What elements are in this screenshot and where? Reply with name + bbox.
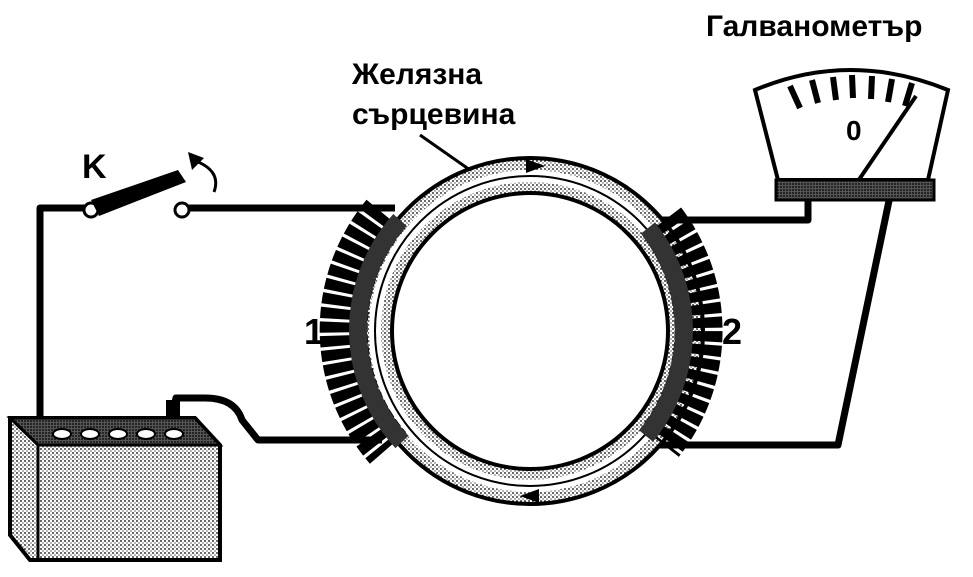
switch-label: K: [82, 148, 107, 186]
galvanometer-label: Галванометър: [706, 10, 923, 43]
meter-needle: [854, 94, 918, 186]
switch: [82, 152, 218, 219]
core-label-pointer: [419, 133, 471, 172]
iron-core: [355, 156, 705, 506]
meter-scale-ticks: [787, 74, 915, 110]
secondary-circuit-wire: [660, 195, 894, 449]
galvanometer: [752, 68, 951, 202]
switch-contact: [173, 201, 191, 219]
rotation-arrowhead-icon: [188, 152, 204, 170]
battery-cell-caps: [52, 428, 184, 440]
coil-1-label: 1: [304, 311, 324, 352]
meter-face: [752, 68, 951, 182]
coil-2-label: 2: [722, 311, 742, 352]
meter-zero-label: 0: [846, 115, 862, 146]
meter-base: [774, 178, 936, 202]
primary-coil: [319, 199, 409, 464]
switch-blade: [91, 170, 186, 216]
core-label-line1: Желязна: [351, 58, 482, 91]
flux-arrow-icon: [520, 159, 545, 503]
battery: [6, 400, 224, 562]
core-label-line2: сърцевина: [352, 98, 516, 131]
secondary-coil: [639, 207, 723, 457]
